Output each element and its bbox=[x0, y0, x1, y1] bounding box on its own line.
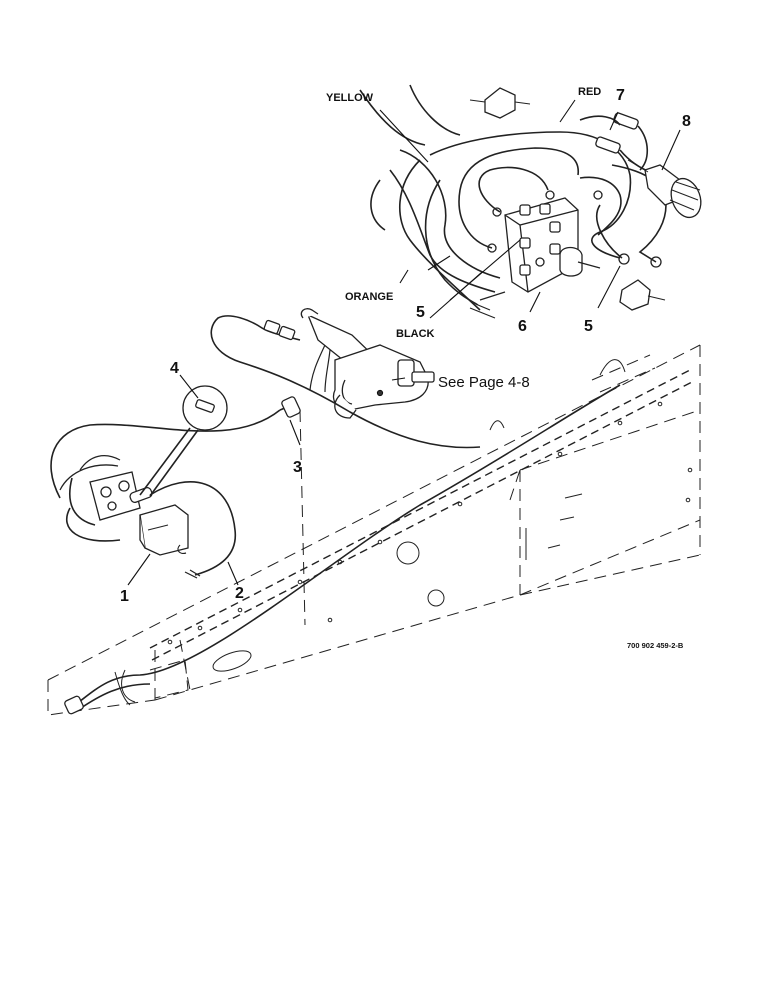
callout-1: 1 bbox=[120, 588, 129, 605]
drawing-number: 700 902 459-2-B bbox=[627, 641, 684, 650]
linear-actuator bbox=[210, 308, 481, 449]
control-harness-left bbox=[50, 385, 306, 626]
mounting-bracket bbox=[139, 504, 189, 556]
grommet-right bbox=[619, 279, 651, 311]
wire-label-red: RED bbox=[578, 86, 601, 98]
fuse bbox=[195, 399, 215, 413]
round-connector bbox=[281, 396, 301, 418]
round-hole-small bbox=[427, 589, 445, 607]
inline-connector bbox=[613, 112, 639, 130]
toggle-switch bbox=[559, 246, 583, 277]
round-hole bbox=[396, 541, 420, 565]
reference-text: See Page 4-8 bbox=[438, 374, 530, 391]
labels: YELLOW RED ORANGE BLACK 7 8 5 6 5 4 3 1 … bbox=[120, 86, 691, 650]
actuator-socket bbox=[278, 325, 296, 341]
leader-lines bbox=[127, 99, 681, 586]
callout-5-left: 5 bbox=[416, 304, 425, 321]
callout-5-right: 5 bbox=[584, 318, 593, 335]
grommet-top bbox=[484, 87, 516, 119]
ring-terminal bbox=[492, 207, 502, 217]
callout-4: 4 bbox=[170, 360, 179, 377]
callout-7: 7 bbox=[616, 87, 625, 104]
switch-assembly bbox=[359, 84, 702, 319]
callout-2: 2 bbox=[235, 585, 244, 602]
callout-3: 3 bbox=[293, 459, 302, 476]
callout-6: 6 bbox=[518, 318, 527, 335]
wire-label-yellow: YELLOW bbox=[326, 92, 374, 104]
frame-harness bbox=[64, 354, 656, 715]
slot-hole bbox=[212, 650, 252, 672]
boom-frame bbox=[47, 344, 701, 716]
plug-connector-left bbox=[64, 695, 84, 715]
actuator-plug bbox=[263, 319, 281, 335]
wire-label-black: BLACK bbox=[396, 328, 435, 340]
callout-8: 8 bbox=[682, 113, 691, 130]
wire-label-orange: ORANGE bbox=[345, 291, 393, 303]
